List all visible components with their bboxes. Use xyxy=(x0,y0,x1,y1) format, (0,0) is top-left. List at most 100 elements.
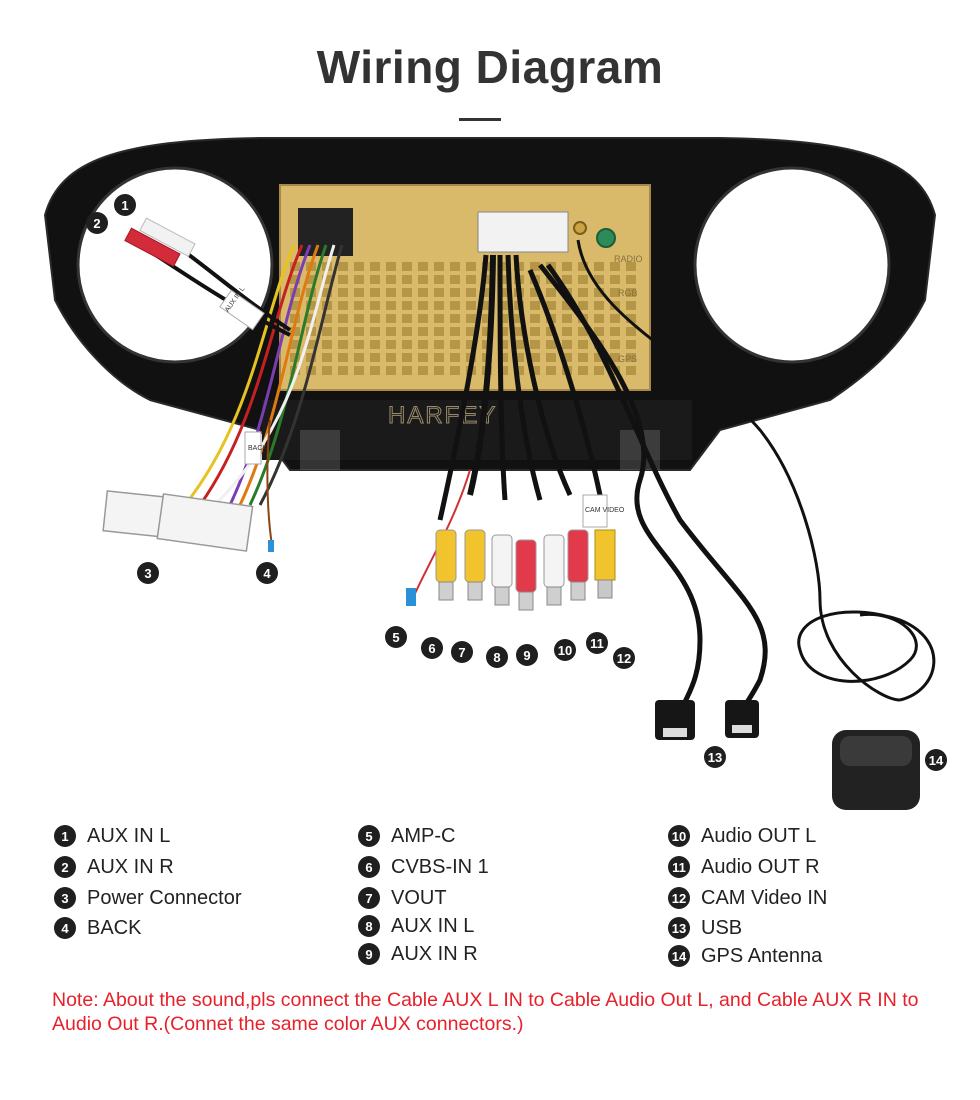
legend-label: AUX IN L xyxy=(87,824,171,847)
vent-slot xyxy=(434,288,444,297)
vent-slot xyxy=(402,314,412,323)
vent-slot xyxy=(450,366,460,375)
callout-1: 1 xyxy=(114,194,136,216)
vent-slot xyxy=(546,301,556,310)
vent-slot xyxy=(354,262,364,271)
vent-slot xyxy=(418,288,428,297)
vent-slot xyxy=(370,327,380,336)
vent-slot xyxy=(530,340,540,349)
callout-number: 7 xyxy=(458,645,465,660)
vent-slot xyxy=(386,288,396,297)
legend-label: Audio OUT L xyxy=(701,824,817,847)
vent-slot xyxy=(466,327,476,336)
legend-number-badge: 4 xyxy=(54,917,76,939)
callout-number: 4 xyxy=(263,566,271,581)
vent-slot xyxy=(338,288,348,297)
callout-number: 11 xyxy=(590,636,604,651)
vent-slot xyxy=(370,262,380,271)
vent-slot xyxy=(610,262,620,271)
radio-port-label: RADIO xyxy=(614,254,643,264)
vent-slot xyxy=(514,340,524,349)
vent-slot xyxy=(402,301,412,310)
vent-slot xyxy=(290,301,300,310)
vent-slot xyxy=(610,275,620,284)
vent-slot xyxy=(338,262,348,271)
vent-slot xyxy=(578,275,588,284)
vent-slot xyxy=(546,353,556,362)
callout-number: 13 xyxy=(708,750,722,765)
vent-slot xyxy=(594,262,604,271)
vent-slot xyxy=(530,314,540,323)
vent-slot xyxy=(594,301,604,310)
vent-slot xyxy=(290,327,300,336)
vent-slot xyxy=(386,301,396,310)
callout-3: 3 xyxy=(137,562,159,584)
vent-slot xyxy=(578,288,588,297)
cam-video-tag: CAM VIDEO xyxy=(585,507,625,514)
callout-number: 2 xyxy=(93,216,100,231)
radio-port xyxy=(596,228,616,248)
vent-slot xyxy=(370,301,380,310)
callout-number: 3 xyxy=(144,566,151,581)
rca-plug xyxy=(491,534,513,588)
vent-slot xyxy=(546,327,556,336)
rca-plug-tip xyxy=(438,581,454,601)
vent-slot xyxy=(386,327,396,336)
vent-slot xyxy=(562,327,572,336)
callout-5: 5 xyxy=(385,626,407,648)
vent-slot xyxy=(562,353,572,362)
vent-slot xyxy=(338,327,348,336)
callout-number: 10 xyxy=(558,643,572,658)
vent-slot xyxy=(594,288,604,297)
vent-slot xyxy=(338,366,348,375)
vent-slot xyxy=(434,340,444,349)
vent-slot xyxy=(594,314,604,323)
power-connector xyxy=(102,490,254,552)
callout-14: 14 xyxy=(925,749,947,771)
vent-slot xyxy=(594,366,604,375)
vent-slot xyxy=(322,327,332,336)
vent-slot xyxy=(338,301,348,310)
vent-slot xyxy=(418,262,428,271)
vent-slot xyxy=(562,301,572,310)
vent-slot xyxy=(386,340,396,349)
rca-plug xyxy=(543,534,565,588)
callout-badge xyxy=(516,644,538,666)
vent-slot xyxy=(450,288,460,297)
vent-slot xyxy=(322,314,332,323)
vent-slot xyxy=(370,275,380,284)
vent-slot xyxy=(594,327,604,336)
vent-slot xyxy=(354,353,364,362)
callout-badge xyxy=(256,562,278,584)
page-title: Wiring Diagram xyxy=(316,41,664,93)
vent-slot xyxy=(498,301,508,310)
rca-plug-tip xyxy=(570,581,586,601)
vent-slot xyxy=(354,366,364,375)
vent-slot xyxy=(434,301,444,310)
vent-slot xyxy=(482,301,492,310)
vent-slot xyxy=(626,314,636,323)
rca-plug xyxy=(567,529,589,583)
legend-label: BACK xyxy=(87,916,142,939)
gps-port-label: GPS xyxy=(618,354,637,364)
vent-slot xyxy=(418,314,428,323)
legend-label: AMP-C xyxy=(391,824,456,847)
vent-slot xyxy=(434,275,444,284)
vent-slot xyxy=(386,366,396,375)
vent-slot xyxy=(354,288,364,297)
vent-slot xyxy=(402,327,412,336)
legend-number-badge: 3 xyxy=(54,887,76,909)
vent-slot xyxy=(610,340,620,349)
callout-11: 11 xyxy=(586,632,608,654)
gps-antenna-cable xyxy=(576,239,936,702)
vent-slot xyxy=(626,353,636,362)
vent-slot xyxy=(322,353,332,362)
callout-number: 8 xyxy=(493,650,500,665)
vent-slot xyxy=(498,262,508,271)
vent-slot xyxy=(418,353,428,362)
